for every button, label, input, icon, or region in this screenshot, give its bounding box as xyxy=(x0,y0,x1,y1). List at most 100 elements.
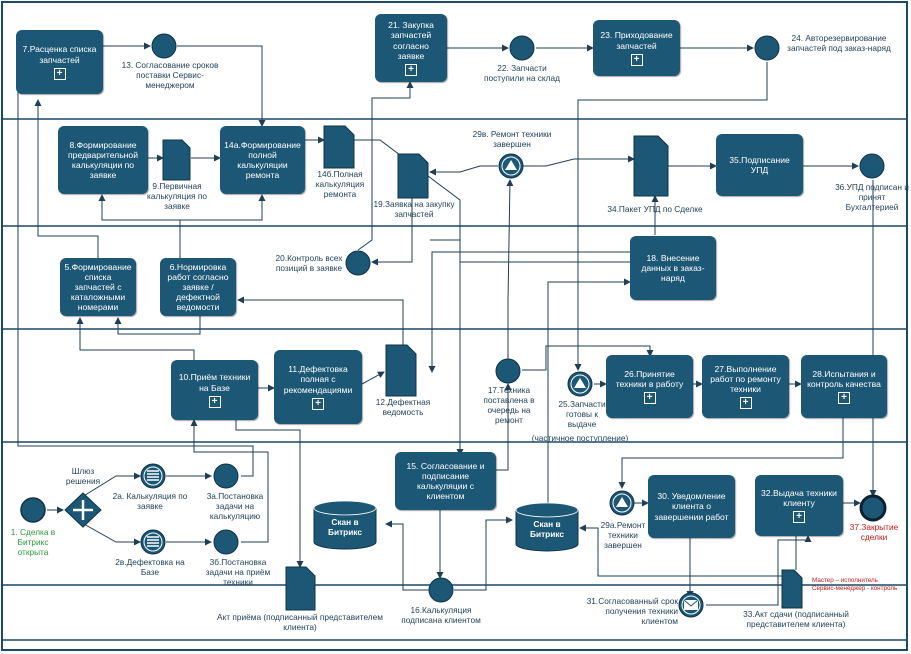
label-1: 1. Сделка в Битрикс открыта xyxy=(10,527,56,557)
expand-plus-icon[interactable]: + xyxy=(53,67,66,80)
list-event-2b-icon xyxy=(140,529,166,555)
label-33: 33.Акт сдачи (подписанный представителем… xyxy=(743,609,849,629)
documents xyxy=(162,125,803,611)
event-3b-icon xyxy=(213,529,239,555)
task-28-label: 28.Испытания и контроль качества xyxy=(807,368,881,389)
task-6[interactable]: 6.Нормировка работ согласно заявке / деф… xyxy=(160,258,236,316)
legend-service-manager: Сервис-менеджер - контроль xyxy=(812,585,898,592)
task-6-label: 6.Нормировка работ согласно заявке / деф… xyxy=(167,261,229,313)
expand-plus-icon[interactable]: + xyxy=(643,392,656,405)
event-3a-icon xyxy=(213,463,239,489)
message-event-31-icon xyxy=(678,592,704,618)
label-25: 25.Запчасти готовы к выдаче xyxy=(558,399,606,429)
event-20-icon xyxy=(345,250,371,276)
task-32-label: 32.Выдача техники клиенту xyxy=(761,487,837,508)
parallel-gateway-icon xyxy=(64,492,102,528)
document-14b-icon xyxy=(323,125,355,169)
task-8[interactable]: 8.Формирование предварительной калькуляц… xyxy=(58,126,148,194)
label-2a: 2а. Калькуляция по заявке xyxy=(112,491,188,511)
task-32[interactable]: 32.Выдача техники клиенту + xyxy=(755,475,843,536)
task-21-label: 21. Закупка запчастей согласно заявке xyxy=(388,20,434,61)
document-act-icon xyxy=(285,566,316,611)
task-5[interactable]: 5.Формирование списка запчастей с катало… xyxy=(60,258,136,316)
event-13-icon xyxy=(151,33,177,59)
event-17-icon xyxy=(495,358,521,384)
start-event-icon xyxy=(20,497,46,523)
end-event-icon xyxy=(859,494,887,522)
label-25-note: (частичное поступление) xyxy=(531,433,629,443)
task-14a[interactable]: 14а.Формирование полной калькуляции ремо… xyxy=(220,126,305,194)
label-13: 13. Согласование сроков поставки Сервис-… xyxy=(121,60,219,90)
expand-plus-icon[interactable]: + xyxy=(208,395,221,408)
label-9: 9.Первичная калькуляция по заявке xyxy=(147,181,207,211)
task-14a-label: 14а.Формирование полной калькуляции ремо… xyxy=(224,139,301,181)
expand-plus-icon[interactable]: + xyxy=(793,511,805,524)
task-11[interactable]: 11.Дефектовка полная с рекомендациями + xyxy=(274,350,362,424)
expand-plus-icon[interactable]: + xyxy=(630,53,643,66)
task-5-label: 5.Формирование списка запчастей с катало… xyxy=(64,261,132,313)
event-36-icon xyxy=(859,153,885,179)
task-10[interactable]: 10.Приём техники на Базе + xyxy=(171,360,258,420)
task-26-label: 26.Принятие техники в работу xyxy=(615,368,684,389)
label-24: 24. Авторезервирование запчастей под зак… xyxy=(787,33,891,53)
task-18-label: 18. Внесение данных в заказ-наряд xyxy=(641,252,705,284)
task-7-label: 7.Расценка списка запчастей xyxy=(22,44,97,65)
label-2b: 2в.Дефектовка на Базе xyxy=(115,557,185,577)
signal-event-29a-icon xyxy=(609,490,635,516)
expand-plus-icon[interactable]: + xyxy=(405,63,417,76)
label-3a: 3а.Постановка задачи на калькуляцию xyxy=(206,491,264,521)
task-35[interactable]: 35.Подписание УПД xyxy=(716,134,803,196)
task-21[interactable]: 21. Закупка запчастей согласно заявке + xyxy=(375,14,447,82)
label-34: 34.Пакет УПД по Сделке xyxy=(607,204,703,214)
label-3b: 3б.Постановка задачи на приём техники xyxy=(205,557,271,587)
task-26[interactable]: 26.Принятие техники в работу + xyxy=(606,355,693,418)
database-2-label: Скан в Битрикс xyxy=(530,519,564,539)
label-29v: 29в. Ремонт техники завершен xyxy=(472,129,552,149)
document-33-icon xyxy=(781,569,803,609)
task-7[interactable]: 7.Расценка списка запчастей + xyxy=(16,30,103,94)
task-15-label: 15. Согласование и подписание калькуляци… xyxy=(406,460,485,502)
legend-master: Мастер – исполнитель xyxy=(812,577,878,584)
task-18[interactable]: 18. Внесение данных в заказ-наряд xyxy=(630,236,716,300)
label-20: 20.Контроль всех позиций в заявке xyxy=(275,253,343,273)
expand-plus-icon[interactable]: + xyxy=(838,392,850,405)
database-1-label: Скан в Битрикс xyxy=(328,517,362,537)
task-10-label: 10.Приём техники на Базе xyxy=(178,372,251,393)
label-19: 19.Заявка на закупку запчастей xyxy=(373,199,455,219)
task-30[interactable]: 30. Уведомление клиента о завершении раб… xyxy=(648,475,735,538)
task-15[interactable]: 15. Согласование и подписание калькуляци… xyxy=(395,452,496,510)
database-2-icon xyxy=(515,502,579,552)
database-1-icon xyxy=(313,500,377,550)
document-19-icon xyxy=(397,153,429,199)
label-17: 17.Техника поставлена в очередь на ремон… xyxy=(483,385,535,425)
sequence-flows xyxy=(17,42,877,606)
gateway-label: Шлюз решения xyxy=(65,466,101,486)
expand-plus-icon[interactable]: + xyxy=(312,397,324,410)
label-14b: 14б.Полная калькуляция ремонта xyxy=(315,169,365,199)
label-29a: 29а.Ремонт техники завершен xyxy=(600,520,646,550)
label-22: 22. Запчасти поступили на склад xyxy=(484,63,560,83)
document-9-icon xyxy=(162,139,191,181)
label-36: 36.УПД подписан и принят Бухгалтерией xyxy=(835,182,909,212)
task-11-label: 11.Дефектовка полная с рекомендациями xyxy=(283,364,353,395)
task-23-label: 23. Приходование запчастей xyxy=(600,30,673,51)
task-23[interactable]: 23. Приходование запчастей + xyxy=(593,20,680,76)
label-12: 12.Дефектная ведомость xyxy=(375,397,431,417)
event-22-icon xyxy=(509,35,535,61)
document-34-icon xyxy=(633,135,669,197)
task-30-label: 30. Уведомление клиента о завершении раб… xyxy=(654,491,729,522)
list-event-2a-icon xyxy=(140,463,166,489)
task-28[interactable]: 28.Испытания и контроль качества + xyxy=(801,355,887,418)
label-37: 37.Закрытие сделки xyxy=(849,522,899,542)
document-12-icon xyxy=(385,344,417,397)
label-16: 16.Калькуляция подписана клиентом xyxy=(401,605,481,625)
label-act: Акт приёма (подписанный представителем к… xyxy=(217,612,383,632)
task-27-label: 27.Выполнение работ по ремонту техники xyxy=(710,363,781,395)
task-27[interactable]: 27.Выполнение работ по ремонту техники + xyxy=(702,355,789,418)
event-16-icon xyxy=(428,577,454,603)
label-31: 31.Согласованный срок получения техники … xyxy=(586,596,678,626)
expand-plus-icon[interactable]: + xyxy=(739,397,752,410)
